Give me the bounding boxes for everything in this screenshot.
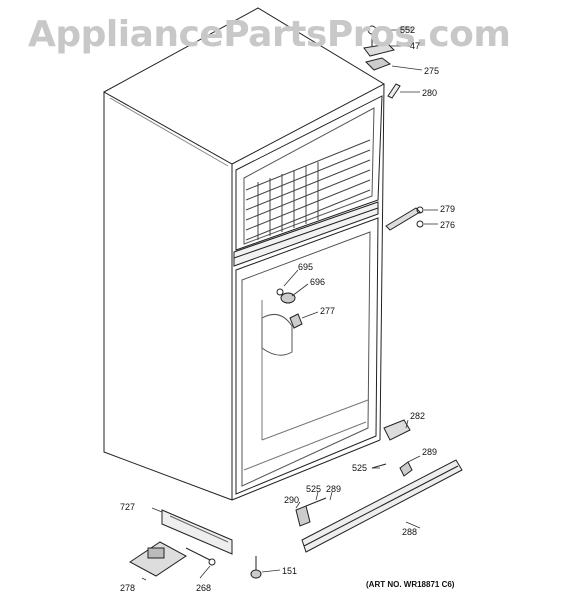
callout-47: 47: [410, 41, 421, 51]
callout-695: 695: [298, 262, 314, 272]
callout-277: 277: [320, 306, 336, 316]
mullion: [233, 201, 379, 267]
leveling-screw: [185, 547, 216, 566]
callout-268: 268: [196, 583, 212, 593]
center-hinge-parts: [385, 206, 424, 231]
callout-525-left: 525: [306, 484, 322, 494]
fresh-food-compartment: [235, 217, 379, 495]
leg-screw: [250, 556, 262, 579]
callout-276: 276: [440, 220, 456, 230]
callout-696: 696: [310, 277, 326, 287]
watermark-logo: AppliancePartsPros.com: [28, 14, 511, 55]
callout-525-right: 525: [352, 463, 368, 473]
callout-289-left: 289: [326, 484, 342, 494]
cabinet-shell: [102, 7, 386, 501]
callout-552: 552: [400, 25, 416, 35]
callout-288: 288: [402, 527, 418, 537]
callout-280: 280: [422, 88, 438, 98]
leader-lines: [141, 29, 438, 581]
bottom-hinge-bracket: [383, 419, 411, 441]
callout-279: 279: [440, 204, 456, 214]
shelf-support-parts: [276, 288, 303, 329]
callout-282: 282: [410, 411, 426, 421]
callout-278: 278: [120, 583, 136, 593]
roller-assembly: [129, 541, 187, 577]
base-grille: [295, 459, 463, 553]
callout-151: 151: [282, 566, 298, 576]
callout-727: 727: [120, 502, 136, 512]
callout-289-right: 289: [422, 447, 438, 457]
top-hinge-parts: [363, 25, 401, 99]
freezer-compartment: [235, 95, 383, 251]
kickplate: [161, 509, 233, 555]
callout-290: 290: [284, 495, 300, 505]
art-number: (ART NO. WR18871 C6): [366, 580, 455, 589]
callout-275: 275: [424, 66, 440, 76]
